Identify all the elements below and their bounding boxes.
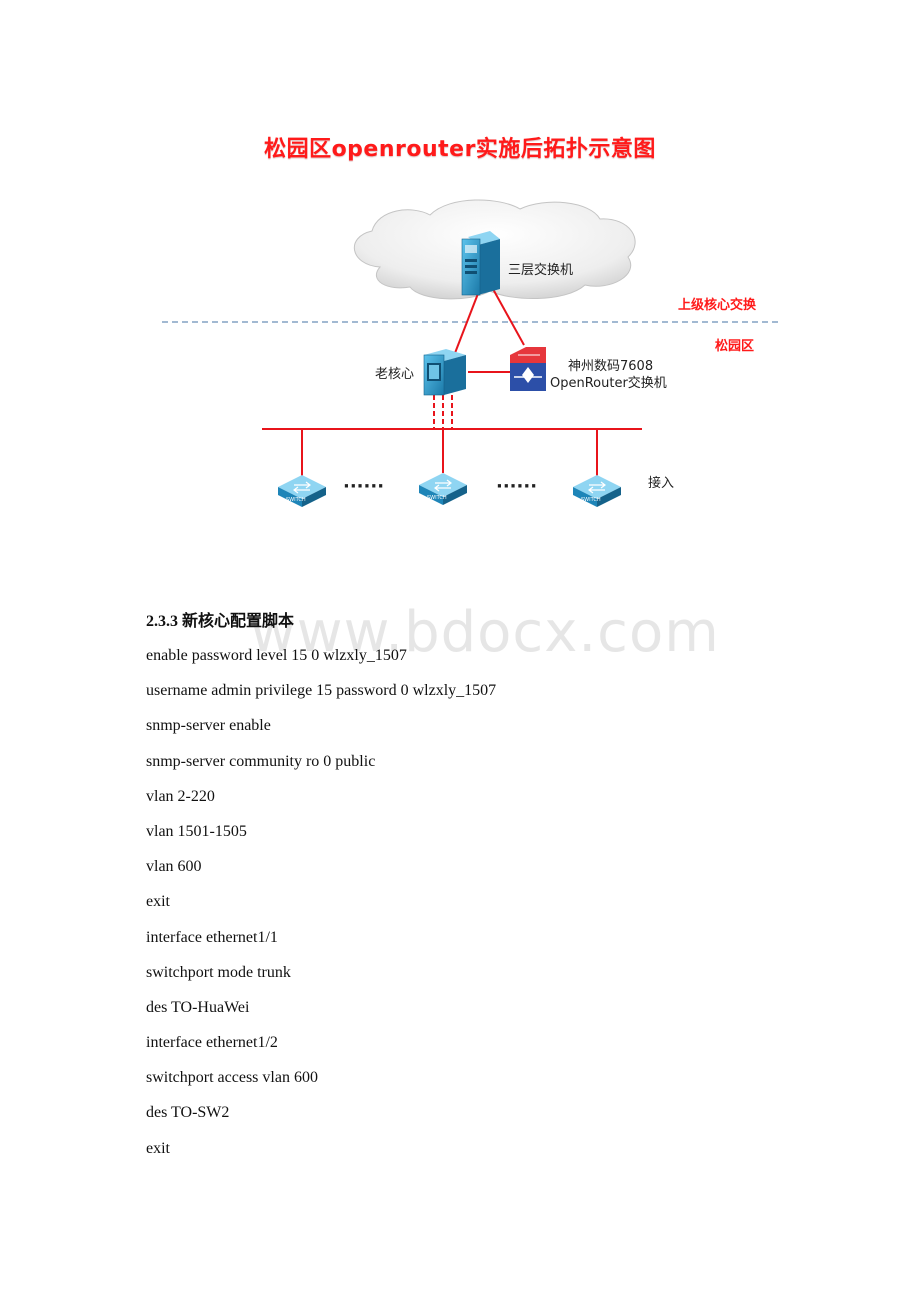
svg-text:SWITCH: SWITCH [581, 497, 601, 503]
config-line: vlan 2-220 [146, 787, 215, 805]
topology-diagram: 三层交换机 上级核心交换 松园区 老核心 神州数码7608 OpenRouter… [162, 199, 778, 507]
ellipsis-left: ······ [343, 476, 384, 497]
config-line: vlan 600 [146, 858, 202, 876]
upper-core-label: 上级核心交换 [678, 297, 757, 313]
l3-switch-label: 三层交换机 [508, 262, 573, 278]
svg-text:SWITCH: SWITCH [286, 497, 306, 503]
old-core-label: 老核心 [375, 367, 414, 382]
ellipsis-right: ······ [496, 476, 537, 497]
config-line: interface ethernet1/2 [146, 1034, 278, 1052]
config-script: enable password level 15 0 wlzxly_1507 u… [146, 645, 496, 1173]
config-line: exit [146, 1139, 170, 1157]
config-line: des TO-SW2 [146, 1104, 230, 1122]
config-line: switchport mode trunk [146, 963, 291, 981]
access-switch-icon: SWITCH [278, 475, 326, 507]
openrouter-switch-icon [510, 347, 546, 391]
config-line: snmp-server community ro 0 public [146, 752, 376, 770]
openrouter-label-line2: OpenRouter交换机 [550, 375, 667, 391]
old-core-device-icon [423, 349, 466, 396]
links [262, 288, 642, 477]
config-line: username admin privilege 15 password 0 w… [146, 682, 497, 700]
config-line: des TO-HuaWei [146, 998, 250, 1016]
svg-text:SWITCH: SWITCH [427, 495, 447, 501]
config-line: snmp-server enable [146, 717, 271, 735]
config-line: interface ethernet1/1 [146, 928, 278, 946]
access-label: 接入 [648, 475, 674, 491]
diagram-title: 松园区openrouter实施后拓扑示意图 [264, 137, 656, 162]
section-heading: 2.3.3 新核心配置脚本 [146, 613, 295, 630]
openrouter-label-line1: 神州数码7608 [568, 359, 653, 374]
config-line: enable password level 15 0 wlzxly_1507 [146, 647, 407, 664]
config-line: vlan 1501-1505 [146, 822, 247, 840]
campus-label: 松园区 [715, 338, 754, 354]
l3-switch-device-icon [461, 231, 500, 296]
config-line: exit [146, 893, 170, 911]
config-line: switchport access vlan 600 [146, 1069, 318, 1087]
access-switch-icon: SWITCH [573, 475, 621, 507]
access-switch-icon: SWITCH [419, 473, 467, 505]
